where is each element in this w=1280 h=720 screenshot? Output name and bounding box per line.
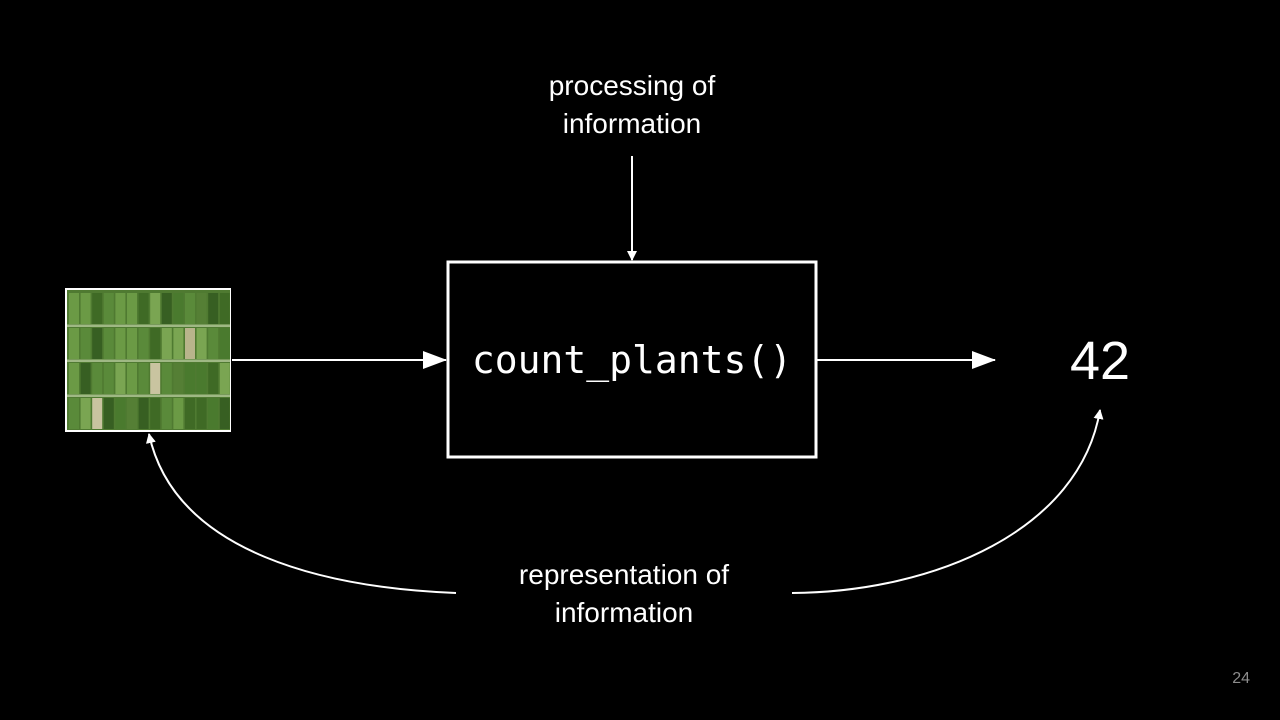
field-plot	[196, 328, 207, 359]
slide-number: 24	[1232, 670, 1250, 687]
field-plot	[138, 328, 149, 359]
field-plot	[208, 398, 219, 429]
field-plot	[69, 363, 79, 394]
field-plot	[103, 293, 114, 324]
field-plot	[80, 293, 91, 324]
field-plot	[69, 328, 79, 359]
field-plot	[161, 398, 172, 429]
field-path	[67, 324, 230, 327]
field-plot	[161, 328, 172, 359]
field-plot	[92, 363, 103, 394]
field-plot	[185, 293, 195, 324]
field-plot	[103, 363, 114, 394]
curve-representation-to-image	[146, 433, 457, 594]
output-value: 42	[1069, 331, 1131, 391]
field-plot	[173, 363, 184, 394]
field-plot	[127, 363, 137, 394]
field-plot	[219, 293, 230, 324]
representation-label-line1: representation of	[518, 559, 730, 590]
field-plot	[219, 328, 230, 359]
field-plot	[185, 328, 195, 359]
field-plot	[196, 293, 207, 324]
field-plot	[173, 328, 184, 359]
processing-label-line2: information	[562, 108, 702, 139]
field-plot	[115, 293, 126, 324]
field-plot	[196, 363, 207, 394]
field-plot	[115, 363, 126, 394]
field-plot	[92, 328, 103, 359]
function-label: count_plants()	[471, 337, 793, 382]
field-plot	[173, 293, 184, 324]
field-plot	[150, 293, 161, 324]
field-plot	[127, 328, 137, 359]
field-plot	[69, 398, 79, 429]
representation-label-line2: information	[554, 597, 694, 628]
field-plot	[161, 293, 172, 324]
field-plot	[138, 293, 149, 324]
field-plot	[150, 363, 161, 394]
field-plot	[208, 293, 219, 324]
field-plot	[173, 398, 184, 429]
field-plot	[150, 398, 161, 429]
field-path	[67, 359, 230, 362]
field-plot	[80, 328, 91, 359]
field-plot	[185, 363, 195, 394]
field-plot	[208, 363, 219, 394]
field-plot	[80, 398, 91, 429]
field-plot	[150, 328, 161, 359]
processing-label-line1: processing of	[548, 70, 716, 101]
representation-label: representation of information	[464, 556, 784, 632]
field-plot	[161, 363, 172, 394]
function-box	[446, 260, 818, 459]
field-plot	[219, 363, 230, 394]
field-plot	[208, 328, 219, 359]
field-plot	[103, 398, 114, 429]
processing-label: processing of information	[482, 67, 782, 143]
aerial-field-image-icon	[65, 288, 231, 432]
field-plot	[185, 398, 195, 429]
field-plot	[115, 398, 126, 429]
field-plot	[138, 398, 149, 429]
field-plot	[127, 293, 137, 324]
field-plot	[127, 398, 137, 429]
field-plot	[115, 328, 126, 359]
field-plot	[69, 293, 79, 324]
field-plot	[92, 398, 103, 429]
field-plot	[103, 328, 114, 359]
field-plot	[92, 293, 103, 324]
field-plot	[138, 363, 149, 394]
field-plot	[196, 398, 207, 429]
field-plot	[80, 363, 91, 394]
field-path	[67, 394, 230, 397]
curve-representation-to-output	[791, 409, 1104, 594]
field-plot	[219, 398, 230, 429]
